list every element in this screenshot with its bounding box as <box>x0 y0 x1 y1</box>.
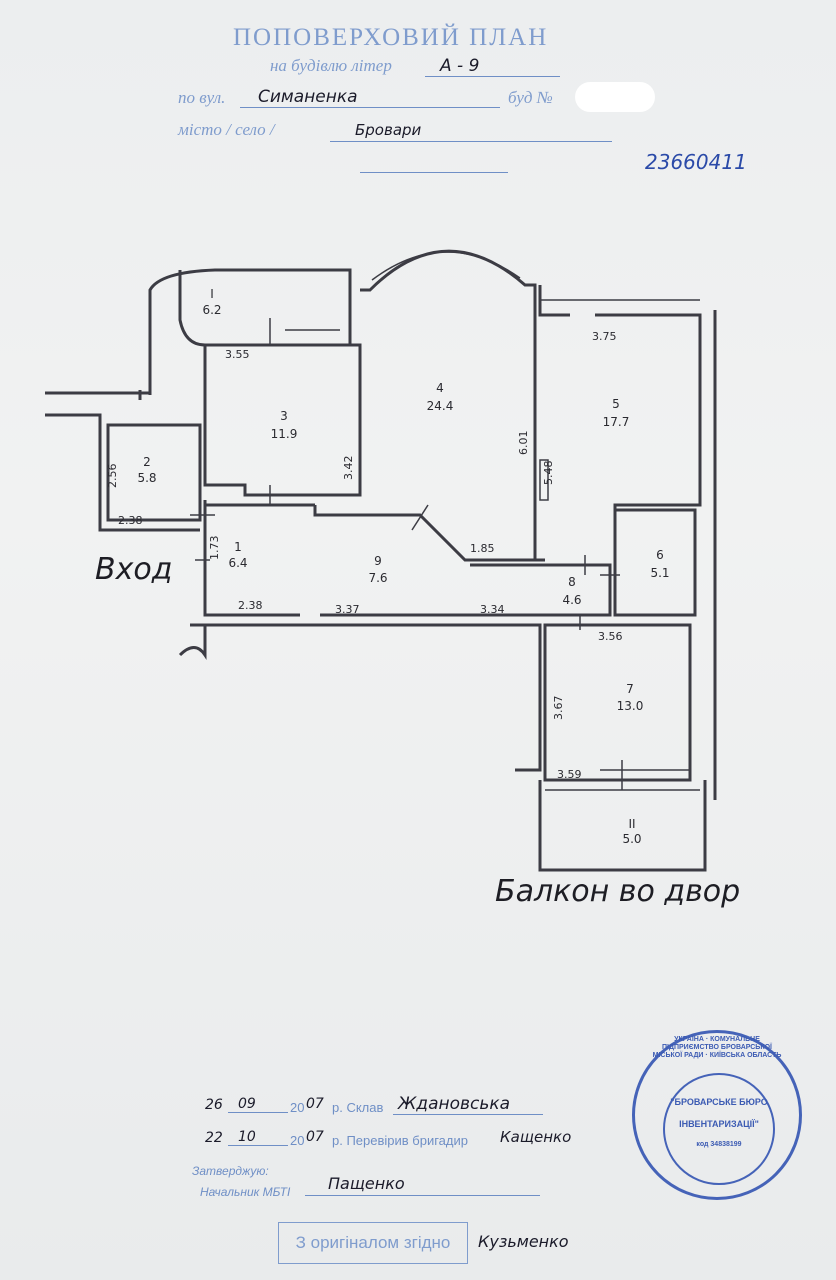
street-value: Симаненка <box>258 87 358 107</box>
room-labels: I 6.2 2 5.8 3 11.9 4 24.4 5 17.7 1 6.4 9… <box>137 287 669 846</box>
city-value: Бровари <box>355 121 422 139</box>
dim-label: 1.85 <box>470 542 495 555</box>
dim-label: 1.73 <box>208 536 221 561</box>
checked-label: р. Перевірив бригадир <box>332 1133 468 1148</box>
city-label: місто / село / <box>178 120 275 139</box>
room-9-area: 7.6 <box>368 571 387 585</box>
checked-month: 10 <box>238 1129 256 1145</box>
room-4-area: 24.4 <box>427 399 454 413</box>
compiled-day: 26 <box>205 1097 223 1113</box>
dim-label: 3.59 <box>557 768 582 781</box>
street-label: по вул. <box>178 88 226 107</box>
checked-by-name: Кащенко <box>500 1128 572 1146</box>
compiled-year-prefix: 20 <box>290 1100 305 1115</box>
house-label: буд № <box>508 88 553 107</box>
document-title: ПОПОВЕРХОВИЙ ПЛАН <box>233 24 549 51</box>
entrance-note: Вход <box>95 552 173 587</box>
dim-label: 3.42 <box>342 456 355 481</box>
dim-label: 2.38 <box>238 599 263 612</box>
room-I-number: I <box>210 287 214 301</box>
document-number: 23660411 <box>645 150 747 174</box>
room-8-number: 8 <box>568 575 576 589</box>
compiled-month: 09 <box>238 1096 256 1112</box>
dim-label: 3.75 <box>592 330 617 343</box>
door-marks <box>190 318 623 790</box>
building-label: на будівлю літер <box>270 56 392 75</box>
room-5-number: 5 <box>612 397 620 411</box>
room-3-number: 3 <box>280 409 288 423</box>
copy-verified-stamp: З оригіналом згідно <box>278 1222 468 1264</box>
chief-name: Пащенко <box>328 1174 405 1193</box>
room-9-number: 9 <box>374 554 382 568</box>
checked-year-prefix: 20 <box>290 1133 305 1148</box>
dim-label: 3.37 <box>335 603 360 616</box>
stamp-center-line-2: ІНВЕНТАРИЗАЦІЇ" <box>679 1119 759 1129</box>
compiled-by-name: Ждановська <box>398 1094 511 1114</box>
dim-label: 5.48 <box>542 461 555 486</box>
room-4-number: 4 <box>436 381 444 395</box>
dim-label: 3.55 <box>225 348 250 361</box>
room-1-number: 1 <box>234 540 242 554</box>
room-I-area: 6.2 <box>202 303 221 317</box>
dimension-labels: 3.55 3.42 2.56 2.38 1.73 2.38 3.37 3.34 … <box>106 330 623 781</box>
stamp-code: код 34838199 <box>696 1141 742 1148</box>
room-6-area: 5.1 <box>650 566 669 580</box>
room-1-area: 6.4 <box>228 556 247 570</box>
stamp-center-line-1: "БРОВАРСЬКЕ БЮРО <box>670 1097 768 1107</box>
stamp-ring-text: УКРАЇНА · КОМУНАЛЬНЕ ПІДПРИЄМСТВО БРОВАР… <box>652 1036 782 1059</box>
room-II-number: II <box>628 817 635 831</box>
compiled-label: р. Склав <box>332 1100 384 1115</box>
room-3-area: 11.9 <box>271 427 298 441</box>
building-value: А - 9 <box>440 56 480 76</box>
dim-label: 3.67 <box>552 696 565 721</box>
official-stamp: УКРАЇНА · КОМУНАЛЬНЕ ПІДПРИЄМСТВО БРОВАР… <box>632 1030 802 1200</box>
dim-label: 3.56 <box>598 630 623 643</box>
room-2-area: 5.8 <box>137 471 156 485</box>
redacted-house-number <box>575 82 655 112</box>
dim-label: 2.38 <box>118 514 143 527</box>
room-5-area: 17.7 <box>603 415 630 429</box>
chief-label: Начальник МБТІ <box>200 1185 291 1199</box>
checked-day: 22 <box>205 1130 223 1146</box>
balcony-note: Балкон во двор <box>495 874 741 909</box>
floor-plan: I 6.2 2 5.8 3 11.9 4 24.4 5 17.7 1 6.4 9… <box>45 249 717 872</box>
copy-signature: Кузьменко <box>478 1232 569 1251</box>
dim-label: 3.34 <box>480 603 505 616</box>
room-7-number: 7 <box>626 682 634 696</box>
room-8-area: 4.6 <box>562 593 581 607</box>
approve-label: Затверджую: <box>192 1164 269 1178</box>
checked-year: 07 <box>306 1129 324 1145</box>
compiled-year: 07 <box>306 1096 324 1112</box>
walls <box>45 249 717 872</box>
dim-label: 2.56 <box>106 464 119 489</box>
room-2-number: 2 <box>143 455 151 469</box>
room-7-area: 13.0 <box>617 699 644 713</box>
room-II-area: 5.0 <box>622 832 641 846</box>
room-6-number: 6 <box>656 548 664 562</box>
dim-label: 6.01 <box>517 431 530 456</box>
